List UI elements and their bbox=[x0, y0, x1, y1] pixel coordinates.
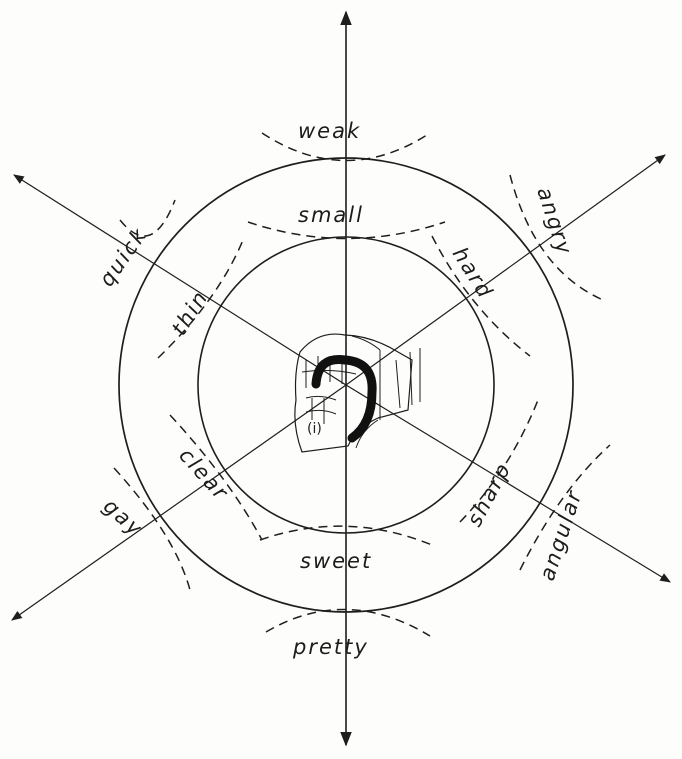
label-sharp: sharp bbox=[462, 458, 516, 530]
arc-pretty bbox=[266, 609, 430, 636]
label-weak: weak bbox=[298, 119, 361, 143]
label-pretty: pretty bbox=[292, 635, 369, 659]
mouth-sketch-icon: (i) bbox=[295, 334, 420, 452]
label-small: small bbox=[298, 203, 364, 227]
label-sweet: sweet bbox=[300, 549, 372, 573]
diagonal-axis-left-down bbox=[12, 385, 346, 620]
diagonal-axis-left-up bbox=[14, 175, 346, 385]
label-angular: angular bbox=[535, 487, 587, 584]
label-thin: thin bbox=[167, 286, 213, 340]
center-sound-label: (i) bbox=[307, 421, 322, 437]
diagonal-axis-right-up bbox=[346, 155, 665, 385]
label-hard: hard bbox=[448, 243, 498, 303]
label-gay: gay bbox=[99, 494, 148, 542]
label-clear: clear bbox=[174, 443, 233, 505]
label-angry: angry bbox=[532, 184, 577, 259]
